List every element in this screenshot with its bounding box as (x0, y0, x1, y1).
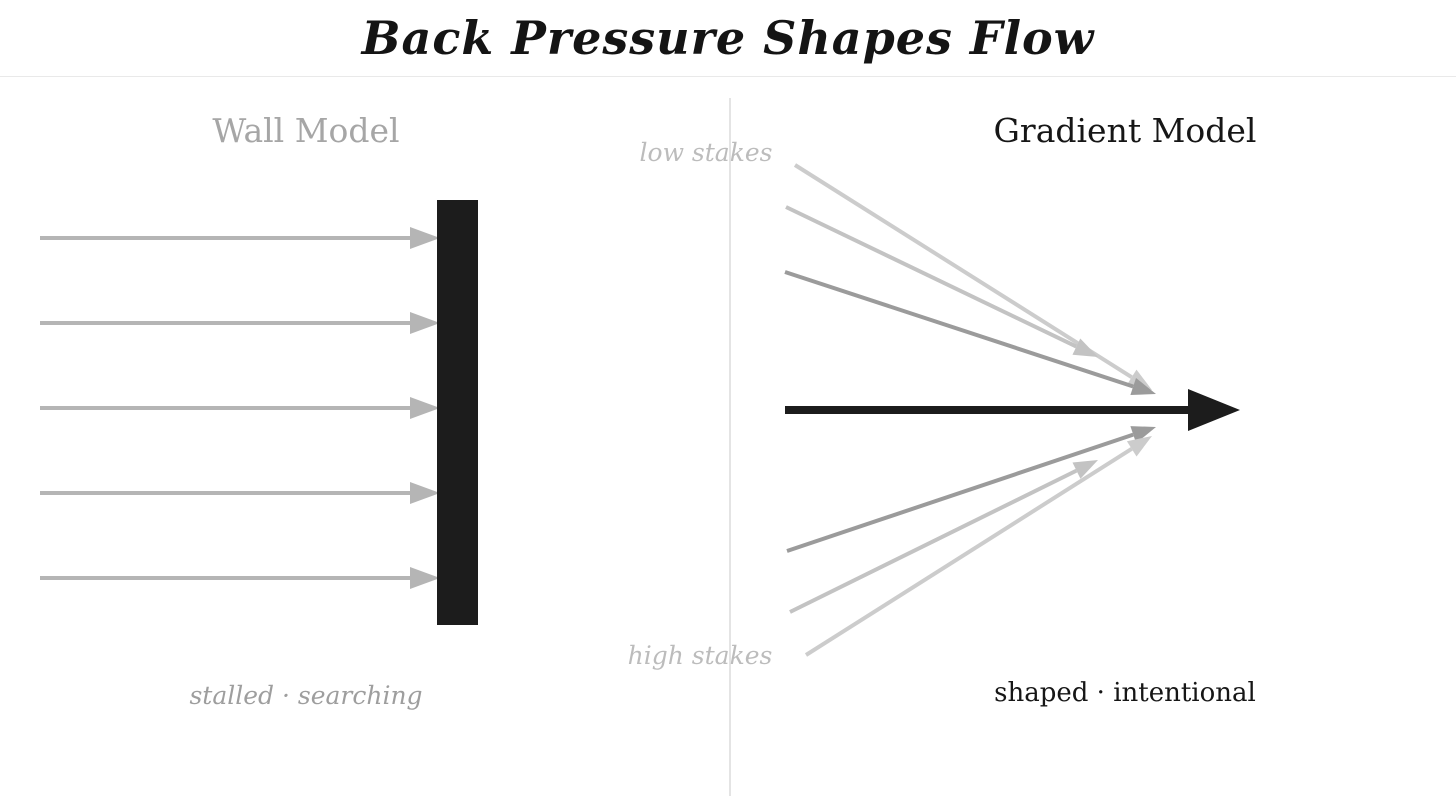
gradient-model-caption: shaped · intentional (994, 678, 1256, 708)
wall-model-heading: Wall Model (212, 111, 400, 150)
page-header: Back Pressure Shapes Flow (0, 0, 1456, 77)
wall-model-caption: stalled · searching (189, 681, 423, 710)
wall-arrow-head (410, 567, 440, 589)
gradient-arrow-head (1126, 436, 1152, 457)
gradient-arrow-shaft (804, 447, 1133, 657)
gradient-model-heading: Gradient Model (993, 111, 1257, 150)
wall-arrow-head (410, 482, 440, 504)
gradient-arrow-shaft (784, 270, 1134, 389)
gradient-arrow-head (1130, 377, 1156, 396)
gradient-arrow-shaft (785, 205, 1078, 349)
low-stakes-label: low stakes (639, 138, 773, 167)
wall-arrow-head (410, 397, 440, 419)
gradient-arrow-shaft (793, 163, 1133, 379)
gradient-arrow-shaft (789, 468, 1078, 614)
wall-arrow-head (410, 227, 440, 249)
gradient-arrow-shaft (786, 432, 1134, 553)
page-title: Back Pressure Shapes Flow (361, 11, 1095, 65)
gradient-arrow-head (1072, 460, 1098, 479)
panel-divider (729, 98, 731, 796)
gradient-arrow-head (1072, 338, 1098, 357)
gradient-arrow-head (1130, 426, 1156, 444)
high-stakes-label: high stakes (627, 641, 773, 670)
wall-arrow-head (410, 312, 440, 334)
main-arrow-head (1188, 389, 1240, 431)
wall-rect (437, 200, 478, 625)
